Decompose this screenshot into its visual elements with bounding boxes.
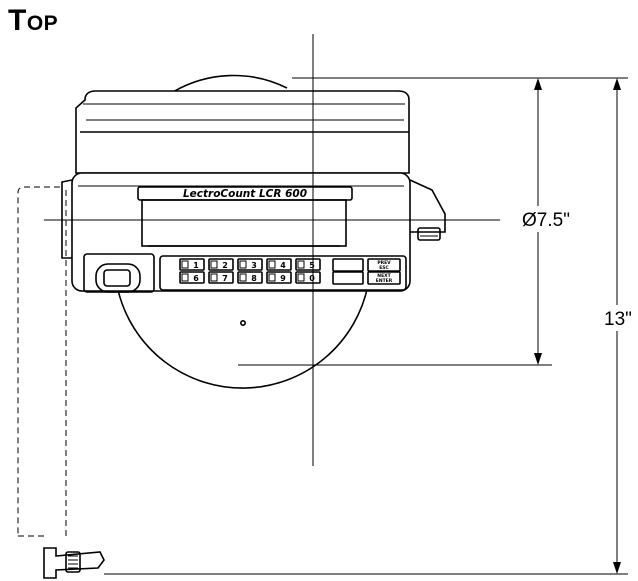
- cable-connector: [43, 547, 105, 579]
- key-4-alpha-box: [268, 260, 276, 269]
- key-4-label: 4: [280, 261, 286, 270]
- key-7: [208, 271, 234, 284]
- diameter-label: Ø7.5": [522, 210, 570, 231]
- next-key-label: NEXT: [377, 273, 391, 279]
- prev-key-label: PREV: [377, 260, 391, 266]
- enter-key-label: ENTER: [376, 278, 393, 284]
- key-6: [179, 271, 205, 284]
- height-label-bg: [598, 305, 638, 331]
- key-6-label: 6: [193, 274, 199, 283]
- key-9-label: 9: [280, 274, 286, 283]
- register-body: [61, 172, 446, 293]
- key-0-label: 0: [309, 274, 315, 283]
- view-title: Top: [8, 4, 59, 37]
- brand-label: LectroCount LCR 600: [183, 188, 307, 200]
- key-9-alpha-box: [268, 273, 276, 282]
- key-2-alpha-box: [210, 260, 218, 269]
- key-2: [208, 258, 234, 271]
- key-5-alpha-box: [297, 260, 305, 269]
- key-7-alpha-box: [210, 273, 218, 282]
- upper-housing: [75, 90, 410, 174]
- key-9: [266, 271, 292, 284]
- key-1: [179, 258, 205, 271]
- key-3: [237, 258, 263, 271]
- key-2-label: 2: [222, 261, 228, 270]
- key-1-alpha-box: [181, 260, 189, 269]
- key-5-label: 5: [309, 261, 315, 270]
- diameter-label-bg: [505, 206, 583, 232]
- key-3-alpha-box: [239, 260, 247, 269]
- key-5: [295, 258, 321, 271]
- key-4: [266, 258, 292, 271]
- height-label: 13": [604, 309, 632, 330]
- keypad-panel: 1 2 3 4 5 6 7 8 9 0 PREV ESC NEXT ENTER: [159, 255, 407, 291]
- center-lines: [44, 34, 500, 466]
- key-6-alpha-box: [181, 273, 189, 282]
- key-0: [295, 271, 321, 284]
- esc-key-label: ESC: [379, 265, 389, 271]
- key-8: [237, 271, 263, 284]
- key-1-label: 1: [193, 261, 199, 270]
- key-8-alpha-box: [239, 273, 247, 282]
- key-7-label: 7: [222, 274, 228, 283]
- base-circle: [117, 74, 369, 389]
- key-3-label: 3: [251, 261, 257, 270]
- key-8-label: 8: [251, 274, 257, 283]
- key-0-alpha-box: [297, 273, 305, 282]
- keypad-row-2: 6 7 8 9 0: [179, 271, 321, 284]
- dashed-cable: [17, 186, 67, 537]
- keypad-row-1: 1 2 3 4 5: [179, 258, 321, 271]
